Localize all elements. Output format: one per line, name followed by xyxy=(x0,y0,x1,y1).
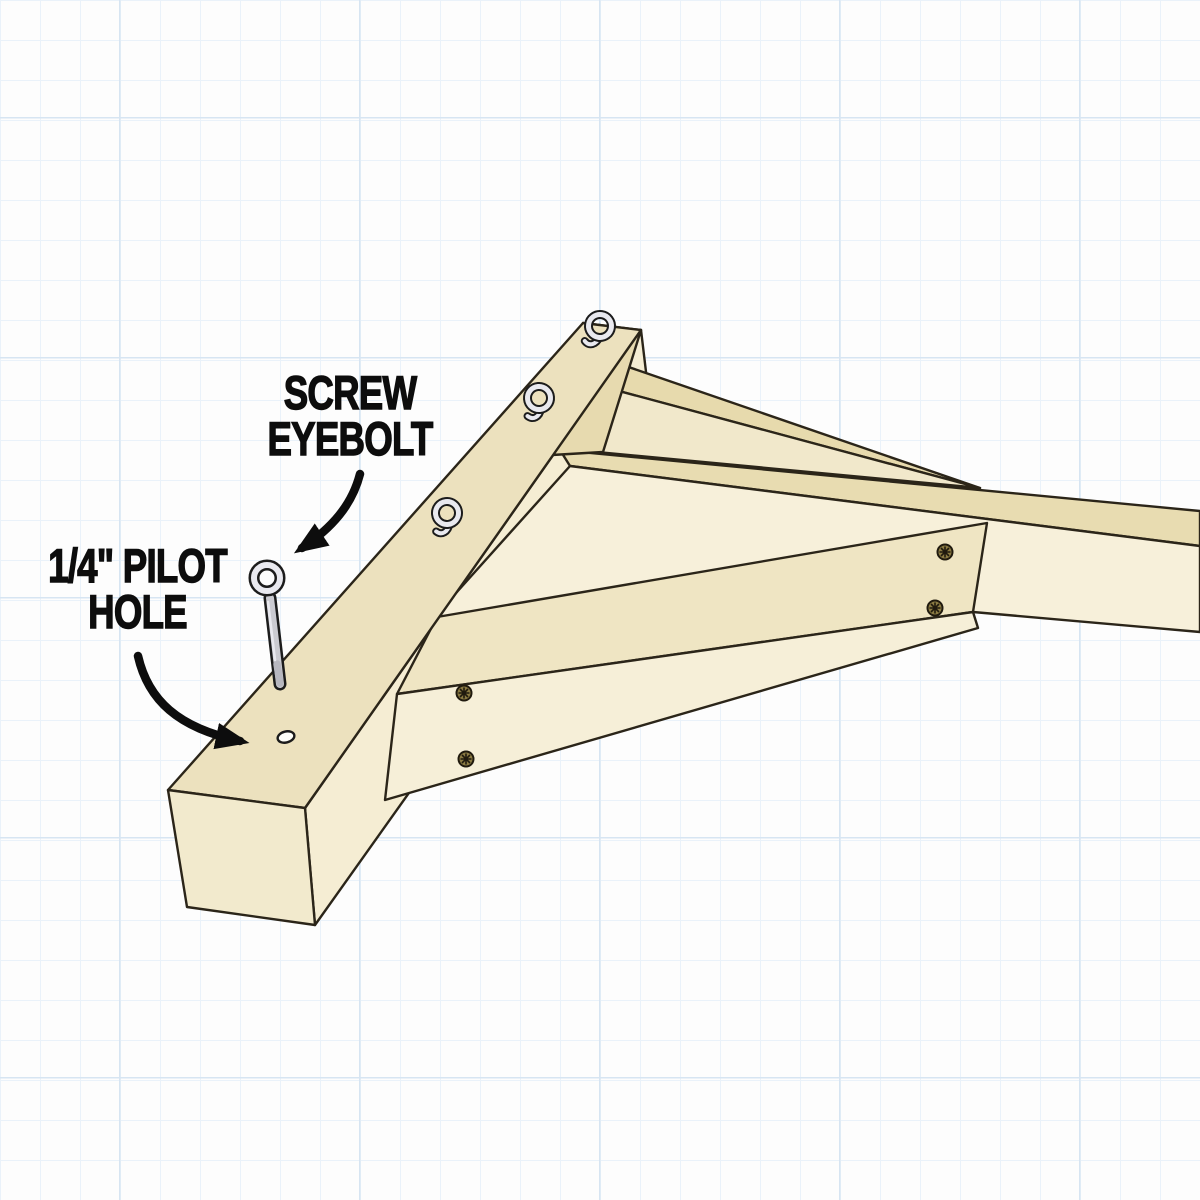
screw-eyebolt-label: SCREW EYEBOLT xyxy=(233,366,467,466)
screw-icon xyxy=(457,750,475,768)
pilot-hole-marker xyxy=(276,730,296,744)
main-beam xyxy=(166,321,643,927)
screw-eyebolt-label-line1: SCREW xyxy=(283,366,417,419)
pilot-hole-label: 1/4" PILOT HOLE xyxy=(30,539,245,639)
pilot-hole-label-line1: 1/4" PILOT xyxy=(48,539,229,592)
screw-icon xyxy=(936,543,954,561)
screw-icon xyxy=(455,684,473,702)
arrow-to-eyebolt xyxy=(293,469,365,554)
screw-eyebolt-label-line2: EYEBOLT xyxy=(267,412,434,466)
pilot-hole-label-line2: HOLE xyxy=(88,585,189,639)
loose-screw-eyebolt-icon xyxy=(248,559,287,691)
lower-diagonal-brace xyxy=(383,521,989,802)
arrow-to-pilot-hole xyxy=(133,651,250,750)
screw-icon xyxy=(926,599,944,617)
